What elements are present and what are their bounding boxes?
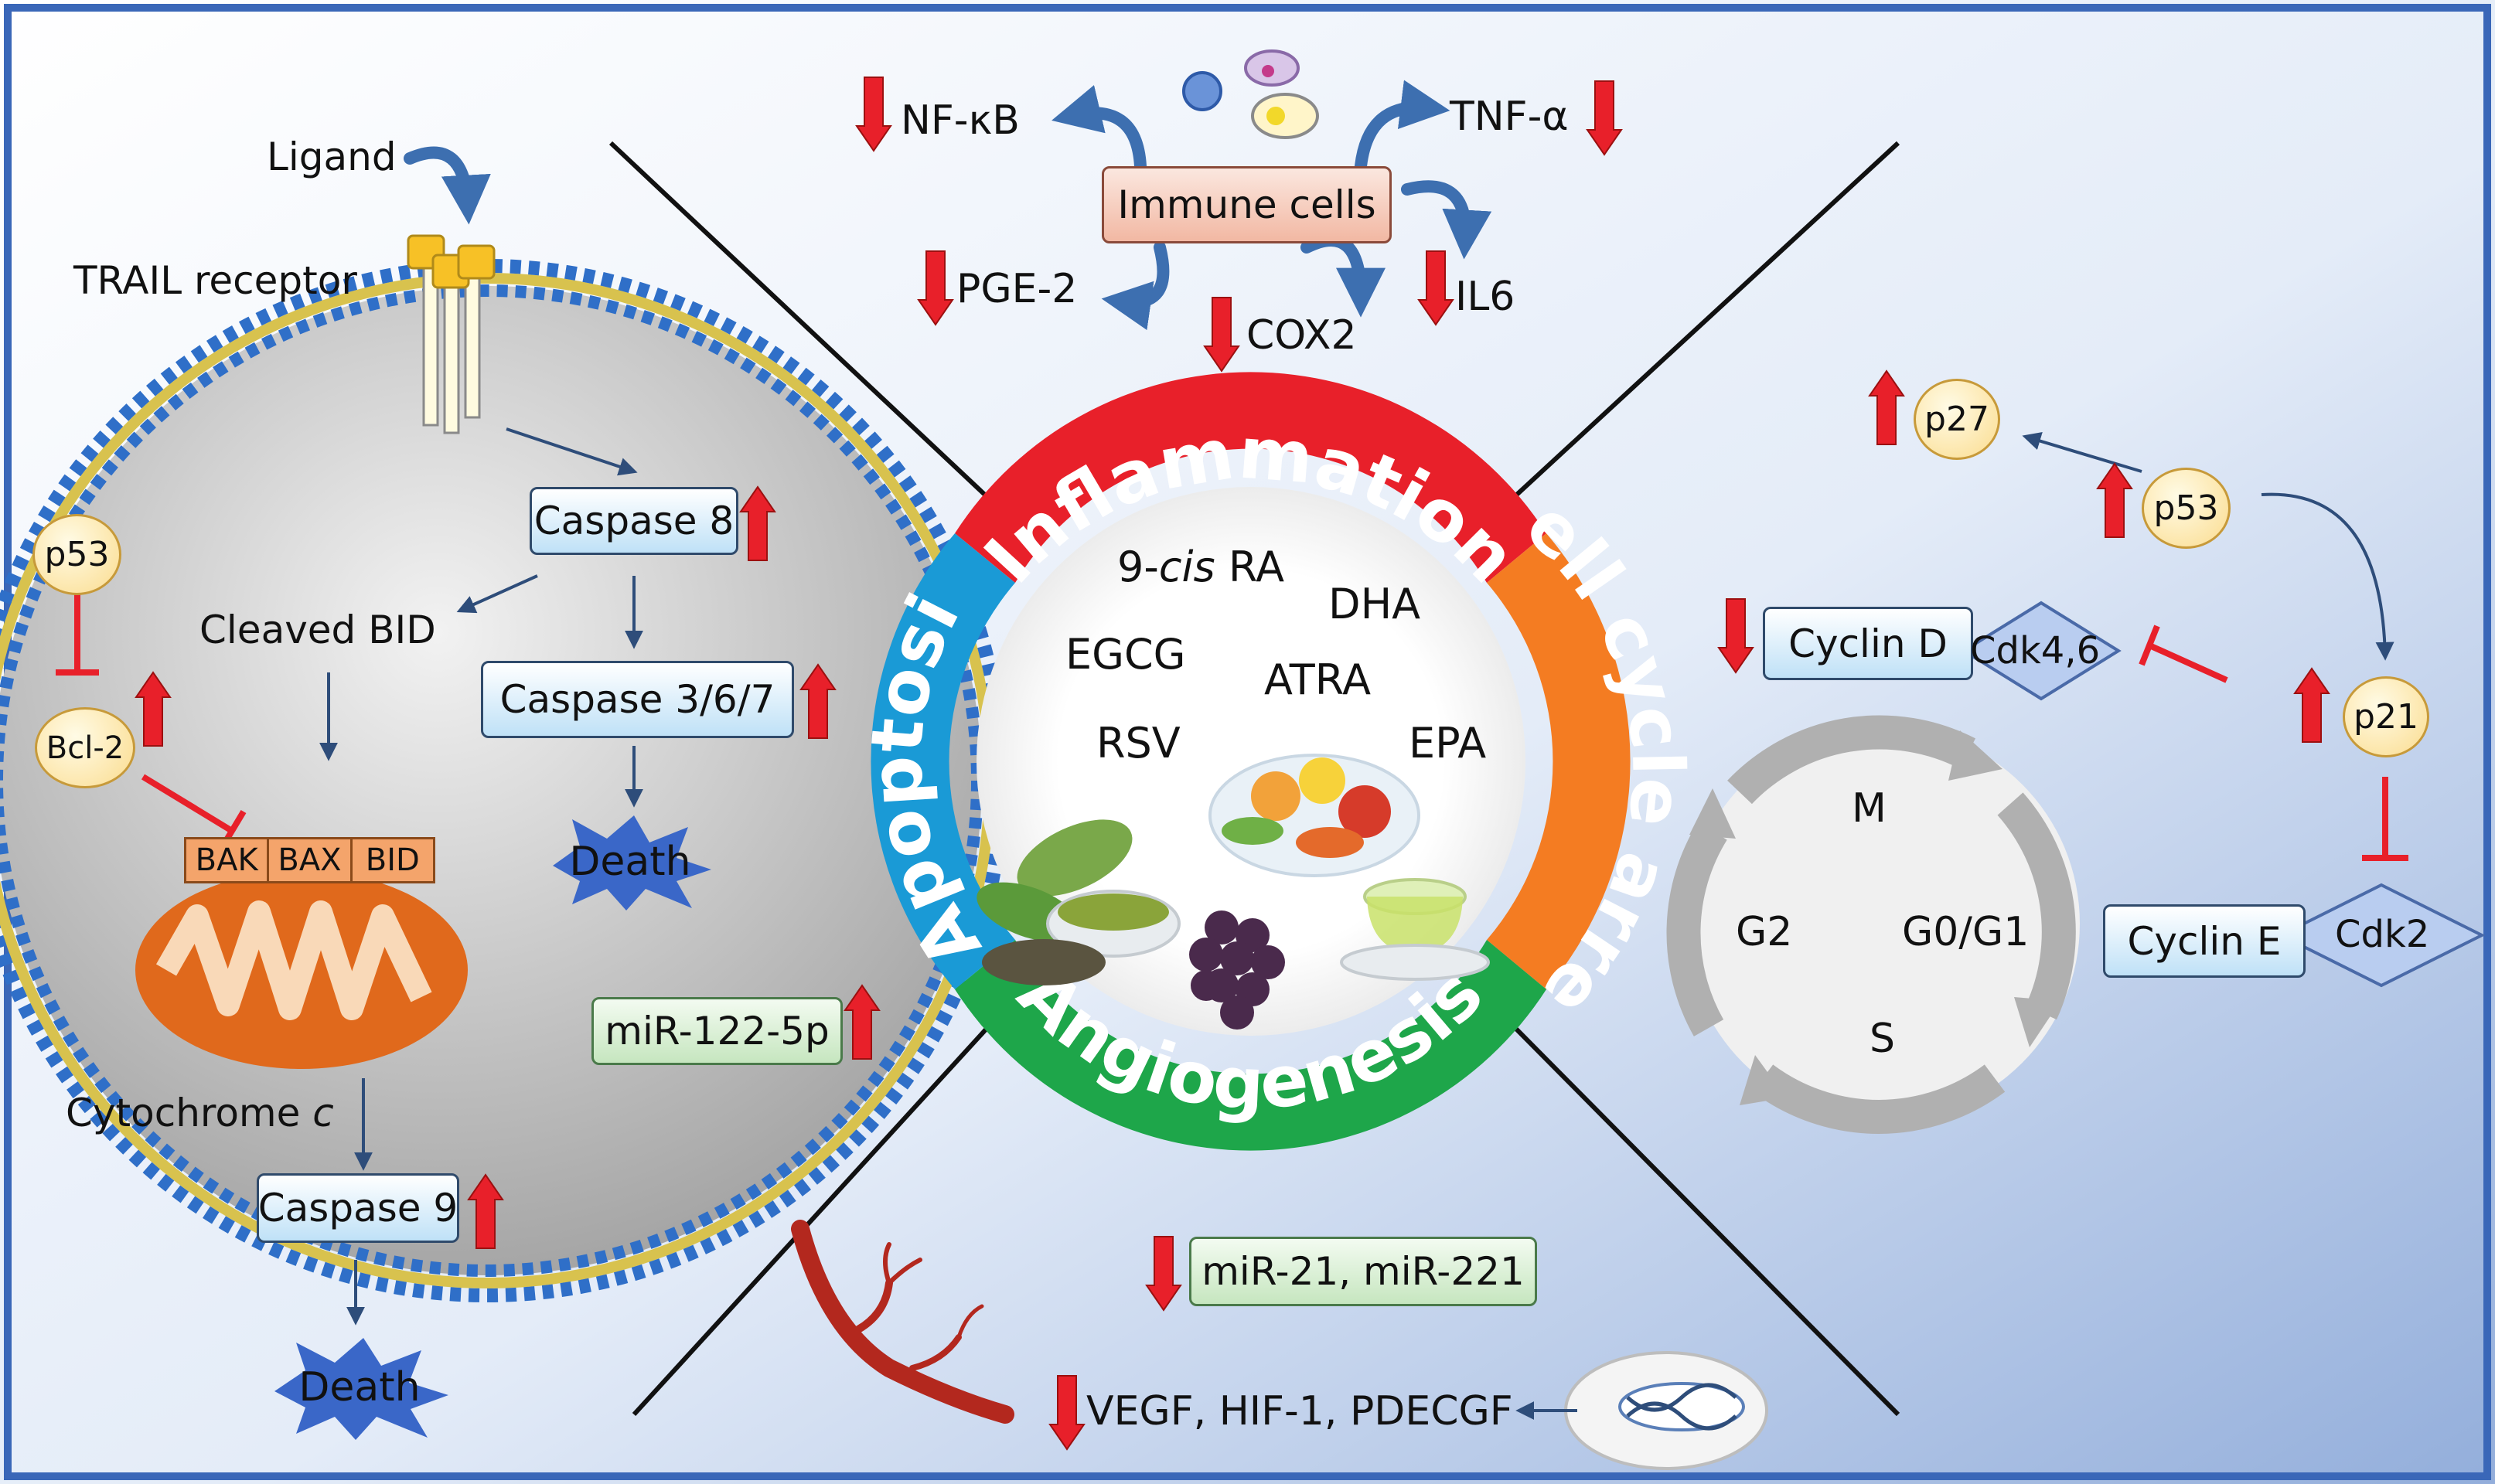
cytochrome-italic: c bbox=[312, 1091, 334, 1135]
caspase367-up-arrow bbox=[799, 663, 837, 739]
cyclin-d-box: Cyclin D bbox=[1763, 607, 1973, 680]
pge2-label: PGE-2 bbox=[956, 266, 1078, 312]
compound-dha: DHA bbox=[1328, 580, 1421, 628]
cdk2-diamond bbox=[2277, 883, 2486, 988]
trail-receptor-graphic bbox=[407, 234, 496, 434]
p21-label: p21 bbox=[2354, 697, 2418, 737]
nfkb-down-arrow bbox=[855, 77, 892, 152]
p27-up-arrow bbox=[1868, 369, 1905, 445]
mir21-down-arrow bbox=[1145, 1236, 1182, 1312]
p21-up-arrow bbox=[2293, 667, 2330, 743]
cyclin-e-label: Cyclin E bbox=[2127, 918, 2282, 964]
vegf-down-arrow bbox=[1048, 1375, 1086, 1451]
compound-rsv: RSV bbox=[1096, 719, 1181, 768]
cox2-label: COX2 bbox=[1246, 312, 1357, 359]
mitochondrion bbox=[135, 871, 468, 1069]
p27-node: p27 bbox=[1914, 379, 2000, 460]
bcl2-up-arrow bbox=[135, 671, 172, 747]
il6-down-arrow bbox=[1417, 250, 1454, 326]
death-burst-icon bbox=[553, 815, 711, 910]
p21-node: p21 bbox=[2343, 676, 2429, 757]
mir122-up-arrow bbox=[844, 984, 881, 1060]
il6-label: IL6 bbox=[1455, 274, 1515, 320]
cell-cycle-wheel bbox=[1666, 715, 2080, 1134]
compound-atra: ATRA bbox=[1264, 655, 1372, 704]
p53-apoptosis-label: p53 bbox=[44, 535, 110, 574]
vegf-label: VEGF, HIF-1, PDECGF bbox=[1086, 1388, 1513, 1435]
cdk2-label: Cdk2 bbox=[2335, 913, 2430, 956]
phase-g0g1-label: G0/G1 bbox=[1902, 909, 2030, 955]
trail-receptor-label: TRAIL receptor bbox=[73, 258, 357, 303]
mir21-label: miR-21, miR-221 bbox=[1201, 1249, 1525, 1294]
death-right-label: Death bbox=[569, 839, 691, 885]
cyclin-d-label: Cyclin D bbox=[1788, 621, 1948, 666]
compound-egcg: EGCG bbox=[1065, 630, 1186, 679]
cox2-down-arrow bbox=[1203, 297, 1240, 373]
pge2-down-arrow bbox=[917, 250, 954, 326]
phase-s-label: S bbox=[1870, 1016, 1896, 1062]
compound-9cis-italic: cis bbox=[1158, 543, 1215, 591]
inhibition-lines bbox=[56, 591, 2408, 861]
cdk46-label: Cdk4,6 bbox=[1970, 629, 2101, 672]
bak-bax-bid-strip: BAK BAX BID bbox=[184, 837, 435, 883]
pathway-arrows bbox=[319, 427, 2394, 1420]
nucleus-dna bbox=[1564, 1351, 1768, 1470]
mir21-box: miR-21, miR-221 bbox=[1189, 1237, 1537, 1306]
caspase367-label: Caspase 3/6/7 bbox=[499, 677, 775, 722]
nfkb-label: NF-κB bbox=[901, 97, 1020, 144]
p53-cycle-up-arrow bbox=[2096, 462, 2133, 538]
cytochrome-prefix: Cytochrome bbox=[66, 1091, 313, 1135]
death-bottom: Death bbox=[267, 1333, 452, 1441]
immune-cells-box: Immune cells bbox=[1102, 166, 1392, 243]
cyclin-e-box: Cyclin E bbox=[2103, 904, 2306, 978]
cdk46-diamond bbox=[1961, 601, 2122, 701]
immune-cells-label: Immune cells bbox=[1117, 182, 1376, 227]
bax-cell: BAX bbox=[269, 837, 353, 883]
compound-9cis-prefix: 9- bbox=[1117, 543, 1159, 591]
food-illustration bbox=[977, 754, 1490, 1030]
death-right: Death bbox=[545, 812, 715, 912]
p53-cycle-node: p53 bbox=[2142, 468, 2231, 549]
immune-cell-glyphs bbox=[1182, 49, 1319, 139]
bcl2-label: Bcl-2 bbox=[46, 730, 124, 766]
caspase9-label: Caspase 9 bbox=[257, 1186, 458, 1230]
p27-label: p27 bbox=[1924, 400, 1989, 439]
caspase9-box: Caspase 9 bbox=[257, 1173, 459, 1243]
compound-epa: EPA bbox=[1409, 719, 1487, 768]
p53-apoptosis-node: p53 bbox=[32, 514, 121, 595]
mir122-box: miR-122-5p bbox=[591, 997, 843, 1065]
cleaved-bid-label: Cleaved BID bbox=[199, 608, 436, 652]
bid-cell: BID bbox=[352, 837, 435, 883]
bak-cell: BAK bbox=[184, 837, 270, 883]
bcl2-node: Bcl-2 bbox=[35, 707, 135, 788]
divider-lines bbox=[608, 141, 1900, 1417]
mir122-label: miR-122-5p bbox=[605, 1009, 830, 1053]
p53-cycle-label: p53 bbox=[2153, 488, 2219, 528]
tnfa-label: TNF-α bbox=[1450, 94, 1569, 140]
compound-9cis-ra: 9-cis RA bbox=[1117, 543, 1284, 591]
cytochrome-c-label: Cytochrome c bbox=[66, 1094, 334, 1132]
blood-vessel bbox=[791, 1220, 1014, 1424]
phase-g2-label: G2 bbox=[1736, 909, 1793, 955]
death-bottom-label: Death bbox=[298, 1364, 421, 1411]
cyclin-d-down-arrow bbox=[1717, 598, 1754, 674]
caspase8-box: Caspase 8 bbox=[530, 487, 738, 555]
compound-9cis-suffix: RA bbox=[1215, 543, 1285, 591]
caspase367-box: Caspase 3/6/7 bbox=[481, 661, 794, 738]
caspase9-up-arrow bbox=[467, 1173, 504, 1249]
caspase8-up-arrow bbox=[739, 485, 776, 561]
death-burst-icon bbox=[274, 1338, 448, 1440]
regulation-arrows bbox=[135, 77, 2330, 1451]
ligand-label: Ligand bbox=[267, 134, 397, 179]
caspase8-label: Caspase 8 bbox=[533, 499, 735, 543]
phase-m-label: M bbox=[1852, 785, 1887, 832]
tnfa-down-arrow bbox=[1586, 80, 1623, 156]
